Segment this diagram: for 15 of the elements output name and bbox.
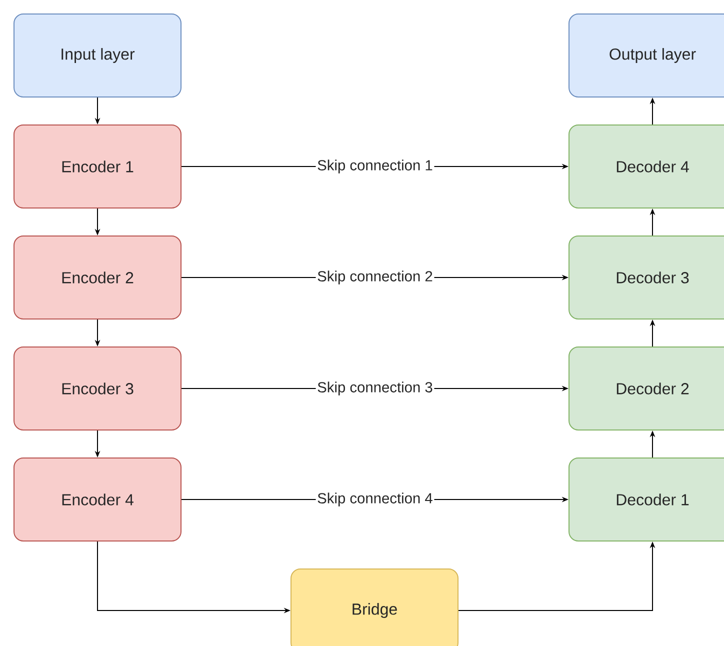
edge-label: Skip connection 3 (316, 380, 434, 397)
encoder-box: Encoder 2 (14, 236, 182, 320)
layer-box: Input layer (14, 14, 182, 98)
encoder-box: Encoder 4 (14, 458, 182, 542)
encoder-box: Encoder 1 (14, 124, 182, 208)
edge-label: Skip connection 2 (316, 269, 434, 286)
encoder-box: Encoder 3 (14, 346, 182, 430)
bridge-box: Bridge (290, 568, 458, 646)
decoder-box: Decoder 1 (568, 458, 724, 542)
edge-label: Skip connection 4 (316, 491, 434, 508)
layer-box: Output layer (568, 14, 724, 98)
decoder-box: Decoder 3 (568, 236, 724, 320)
decoder-box: Decoder 2 (568, 346, 724, 430)
edge-label: Skip connection 1 (316, 158, 434, 175)
decoder-box: Decoder 4 (568, 124, 724, 208)
